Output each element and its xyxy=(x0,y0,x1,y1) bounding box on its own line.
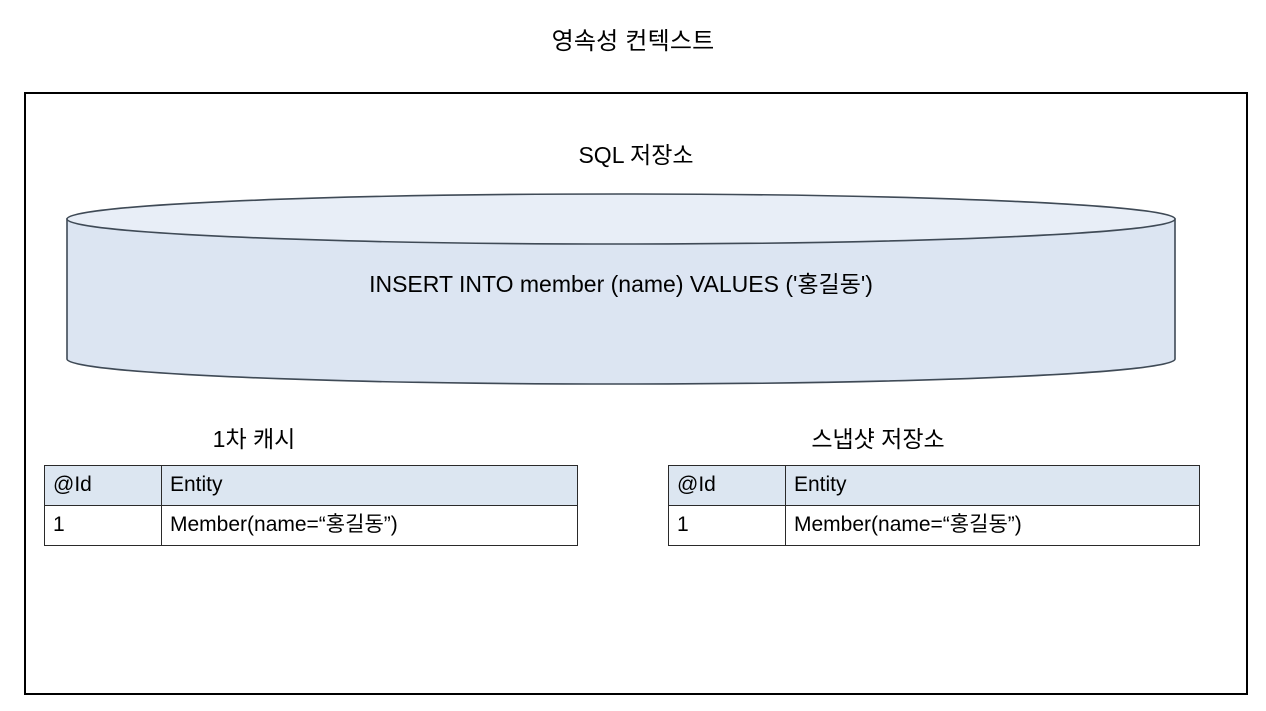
persistence-context-frame xyxy=(24,92,1248,695)
sql-store-label: SQL 저장소 xyxy=(578,142,694,168)
snapshot-store-table: @Id Entity 1 Member(name=“홍길동”) xyxy=(668,465,1200,546)
cell-id: 1 xyxy=(668,505,786,546)
column-header-entity: Entity xyxy=(161,465,578,506)
column-header-id: @Id xyxy=(44,465,162,506)
table-row: 1 Member(name=“홍길동”) xyxy=(44,505,578,546)
sql-store-cylinder xyxy=(66,193,1176,385)
cylinder-top-ellipse xyxy=(66,193,1176,245)
sql-statement-text: INSERT INTO member (name) VALUES ('홍길동') xyxy=(369,271,873,297)
column-header-id: @Id xyxy=(668,465,786,506)
snapshot-store-caption: 스냅샷 저장소 xyxy=(811,426,945,452)
table-header-row: @Id Entity xyxy=(668,465,1200,506)
page-title: 영속성 컨텍스트 xyxy=(551,28,715,55)
cell-entity: Member(name=“홍길동”) xyxy=(161,505,578,546)
first-level-cache-caption: 1차 캐시 xyxy=(212,426,296,452)
table-header-row: @Id Entity xyxy=(44,465,578,506)
cell-id: 1 xyxy=(44,505,162,546)
column-header-entity: Entity xyxy=(785,465,1200,506)
cylinder-body xyxy=(66,218,1176,385)
table-row: 1 Member(name=“홍길동”) xyxy=(668,505,1200,546)
cell-entity: Member(name=“홍길동”) xyxy=(785,505,1200,546)
first-level-cache-table: @Id Entity 1 Member(name=“홍길동”) xyxy=(44,465,578,546)
